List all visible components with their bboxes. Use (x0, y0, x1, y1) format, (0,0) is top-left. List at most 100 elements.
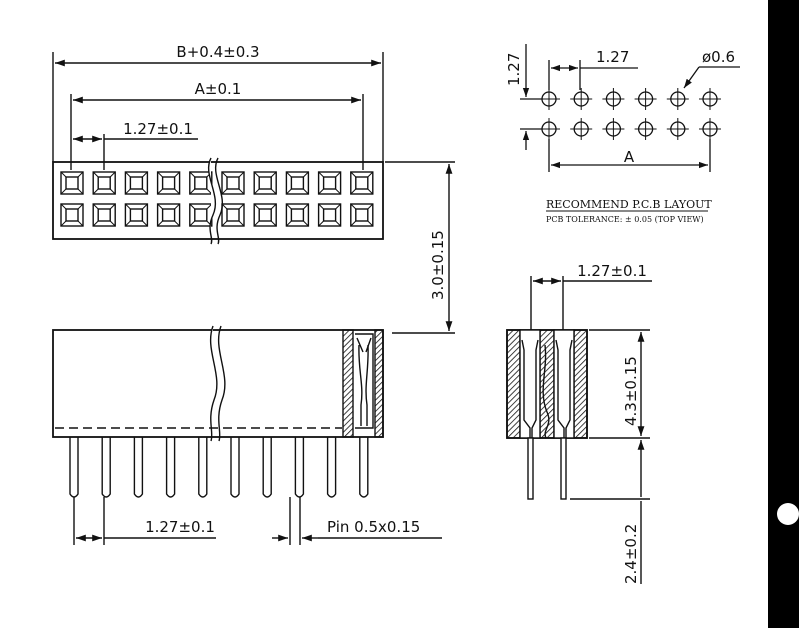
socket-chamfer (157, 188, 163, 195)
socket-chamfer (270, 188, 277, 195)
pcb-vertical-pitch-label: 1.27 (505, 53, 523, 86)
socket-chamfer (238, 203, 245, 210)
hole-diameter-label: ø0.6 (702, 48, 735, 66)
socket-cavity (317, 203, 342, 227)
socket-chamfer (125, 171, 131, 178)
socket-cavity (60, 171, 84, 195)
socket-chamfer (270, 171, 277, 178)
socket-cavity (221, 171, 245, 195)
socket-chamfer (60, 220, 67, 227)
socket-cavity-inner (322, 176, 337, 190)
socket-chamfer (335, 188, 341, 195)
connector-pin (69, 437, 79, 498)
socket-cavity (124, 203, 149, 227)
socket-chamfer (125, 220, 131, 227)
socket-cavity (60, 203, 84, 227)
socket-chamfer (60, 188, 67, 195)
socket-chamfer (77, 188, 84, 195)
height-dimension (385, 161, 455, 334)
socket-cavity-inner (161, 208, 176, 222)
socket-chamfer (109, 188, 116, 195)
socket-chamfer (367, 220, 374, 227)
socket-chamfer (142, 188, 148, 195)
socket-cavity-inner (97, 208, 111, 222)
side-view-labels: 1.27±0.1 4.3±0.15 2.4±0.2 (577, 262, 647, 584)
socket-chamfer (142, 220, 148, 227)
socket-chamfer (157, 220, 163, 227)
socket-chamfer (189, 220, 196, 227)
socket-cavity-inner (226, 208, 240, 222)
socket-chamfer (157, 203, 163, 210)
socket-chamfer (253, 188, 260, 195)
socket-chamfer (92, 220, 99, 227)
socket-cavity (350, 171, 374, 195)
socket-cavity-inner (194, 176, 208, 190)
socket-chamfer (189, 203, 196, 210)
socket-chamfer (318, 203, 324, 210)
socket-cavity (221, 203, 245, 227)
connector-pin (133, 437, 144, 498)
socket-cavity-inner (194, 208, 208, 222)
socket-cavity (92, 203, 116, 227)
pcb-layout-labels: 1.27 1.27 ø0.6 A RECOMMEND P.C.B LAYOUT … (505, 48, 735, 224)
socket-chamfer (174, 171, 180, 178)
socket-chamfer (318, 188, 324, 195)
socket-chamfer (367, 188, 374, 195)
socket-chamfer (253, 171, 260, 178)
connector-pin (198, 437, 208, 498)
socket-cavity (317, 171, 342, 195)
socket-cavity (253, 203, 277, 227)
height-label: 3.0±0.15 (429, 230, 447, 300)
socket-chamfer (174, 188, 180, 195)
front-pitch-label: 1.27±0.1 (145, 518, 215, 536)
socket-chamfer (109, 171, 116, 178)
socket-chamfer (350, 188, 357, 195)
socket-chamfer (350, 203, 357, 210)
socket-chamfer (109, 220, 116, 227)
side-pitch-label: 1.27±0.1 (577, 262, 647, 280)
socket-chamfer (286, 220, 292, 227)
socket-cavity-inner (258, 208, 272, 222)
socket-chamfer (125, 188, 131, 195)
socket-chamfer (206, 188, 213, 195)
socket-cavity-inner (290, 176, 305, 190)
socket-chamfer (238, 171, 245, 178)
socket-cavity-inner (161, 176, 176, 190)
top-view (52, 52, 384, 245)
socket-chamfer (286, 188, 292, 195)
socket-chamfer (253, 203, 260, 210)
socket-chamfer (60, 203, 67, 210)
socket-chamfer (92, 188, 99, 195)
socket-chamfer (335, 171, 341, 178)
socket-chamfer (221, 220, 228, 227)
socket-cavity-inner (129, 176, 144, 190)
socket-chamfer (350, 220, 357, 227)
socket-cavity-inner (226, 176, 240, 190)
socket-chamfer (270, 220, 277, 227)
socket-chamfer (335, 203, 341, 210)
socket-cavity-inner (129, 208, 144, 222)
socket-cavity (124, 171, 149, 195)
socket-chamfer (92, 203, 99, 210)
socket-chamfer (318, 220, 324, 227)
socket-chamfer (60, 171, 67, 178)
socket-chamfer (286, 203, 292, 210)
socket-cavity (285, 203, 310, 227)
socket-chamfer (109, 203, 116, 210)
socket-chamfer (77, 171, 84, 178)
socket-chamfer (367, 203, 374, 210)
socket-chamfer (174, 220, 180, 227)
pin-spec-label: Pin 0.5x0.15 (327, 518, 420, 536)
front-view-labels: 1.27±0.1 Pin 0.5x0.15 (145, 518, 420, 536)
top-pitch-label: 1.27±0.1 (123, 120, 193, 138)
socket-cavity-inner (290, 208, 305, 222)
connector-pin (326, 437, 337, 498)
scroll-indicator-dot[interactable] (777, 503, 799, 525)
socket-cavity-inner (65, 176, 79, 190)
socket-chamfer (221, 188, 228, 195)
socket-cavity-inner (258, 176, 272, 190)
socket-chamfer (221, 171, 228, 178)
socket-chamfer (238, 220, 245, 227)
connector-pin (165, 437, 176, 498)
